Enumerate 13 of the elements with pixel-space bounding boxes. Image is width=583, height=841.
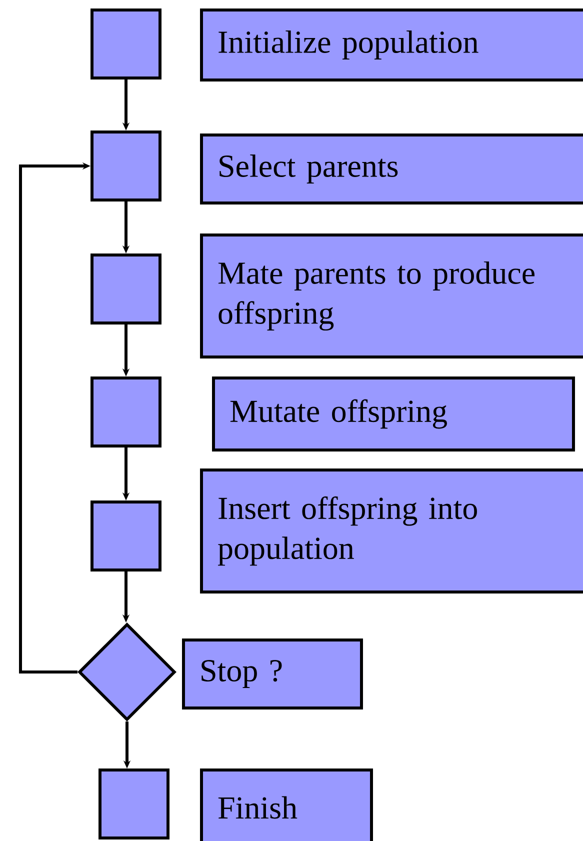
- step-box: Stop ?: [182, 638, 363, 710]
- step-box: Mutate offspring: [212, 376, 575, 452]
- process-box: [90, 254, 162, 324]
- process-box: [90, 8, 162, 80]
- step-box: Insert offspring into population: [200, 468, 583, 594]
- process-box: [90, 376, 162, 448]
- step-box: Mate parents to produce offspring: [200, 234, 583, 358]
- process-box: [90, 130, 162, 202]
- process-box: [98, 768, 170, 840]
- step-box: Select parents: [200, 134, 583, 204]
- process-box: [90, 500, 162, 572]
- step-box: Finish: [200, 768, 373, 841]
- step-box: Initialize population: [200, 8, 583, 82]
